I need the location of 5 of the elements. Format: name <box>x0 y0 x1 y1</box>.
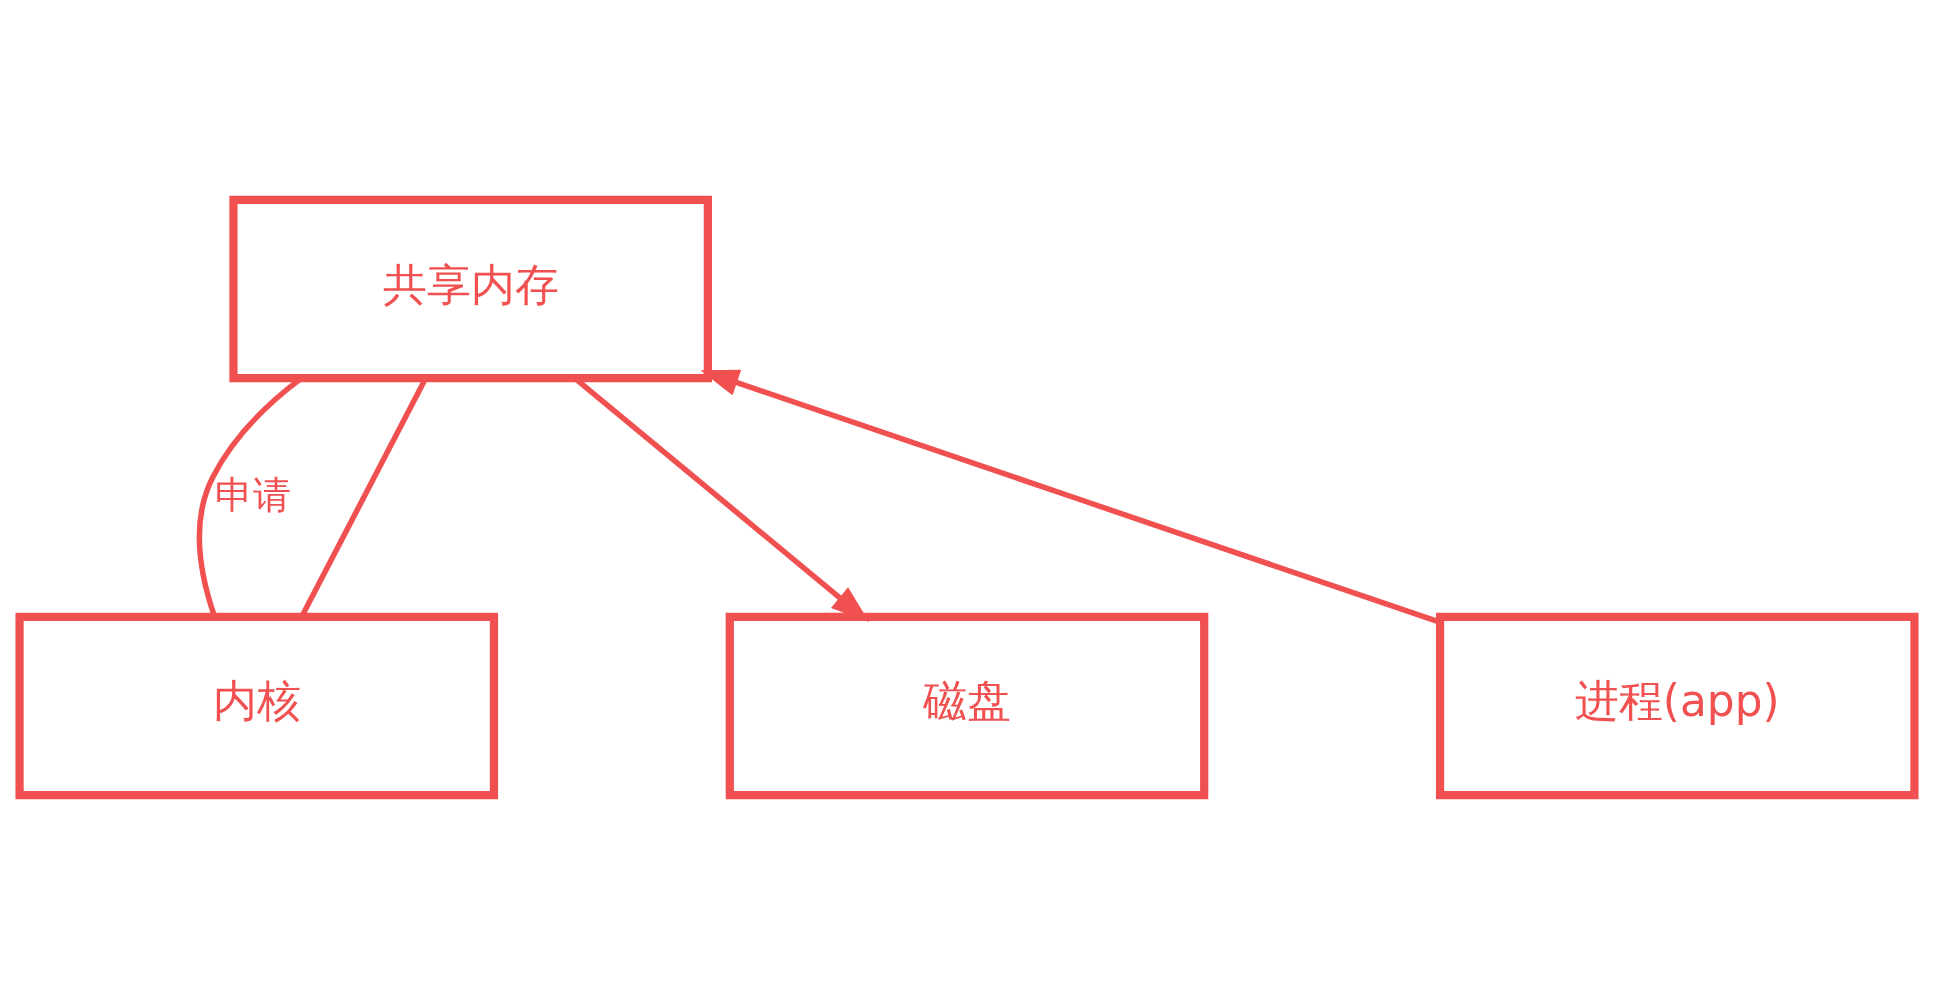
node-box: 共享内存 <box>229 195 712 382</box>
node-box: 内核 <box>15 612 499 799</box>
node-box: 磁盘 <box>725 612 1209 799</box>
edge-label: 申请 <box>214 471 291 517</box>
node-box: 进程(app) <box>1435 612 1919 799</box>
